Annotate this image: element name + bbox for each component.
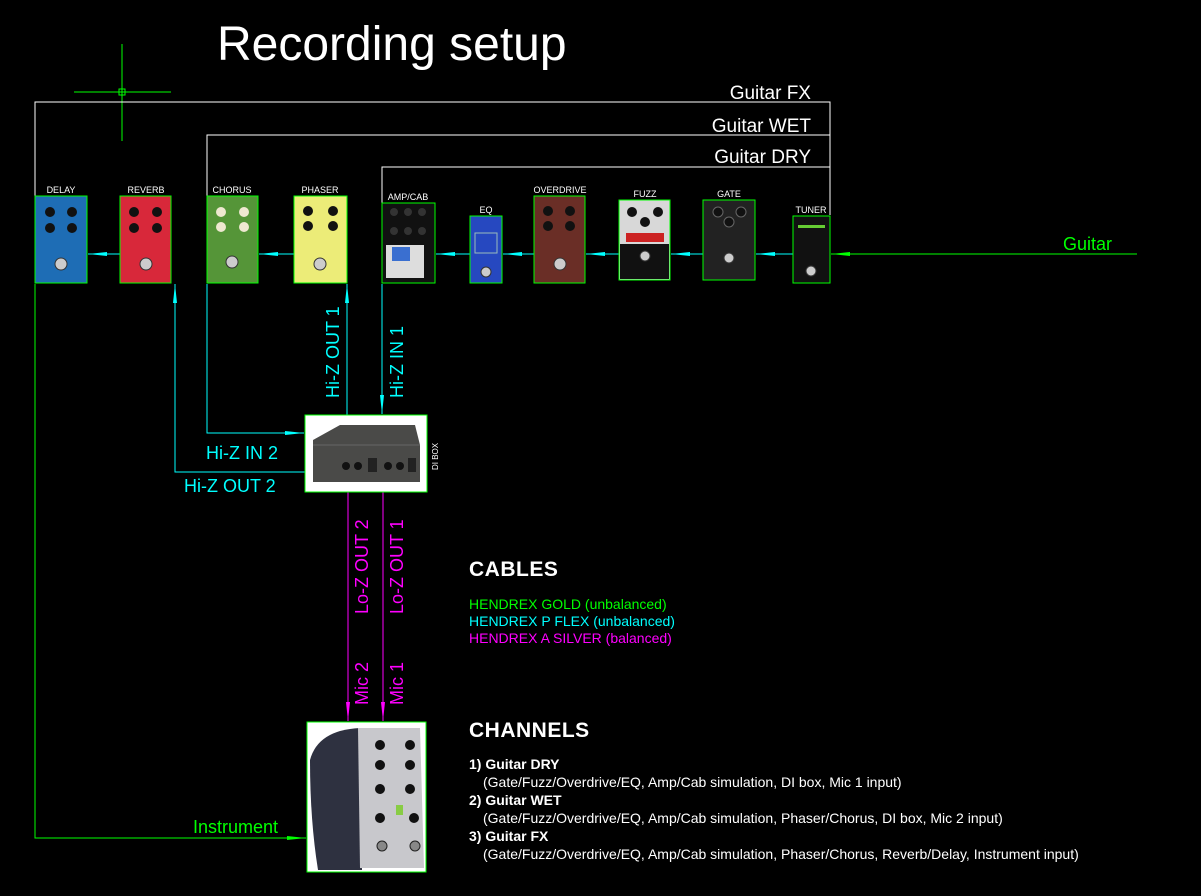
bus-label-wet: Guitar WET <box>712 116 812 137</box>
label-hiz-out2: Hi-Z OUT 2 <box>184 476 276 496</box>
pedal-label-gate: GATE <box>717 189 741 199</box>
label-loz-out1: Lo-Z OUT 1 <box>387 519 407 614</box>
label-hiz-out1: Hi-Z OUT 1 <box>323 306 343 398</box>
channel-detail: (Gate/Fuzz/Overdrive/EQ, Amp/Cab simulat… <box>483 810 1003 826</box>
page-title: Recording setup <box>217 18 567 71</box>
pedal-tuner[interactable]: TUNER <box>792 205 831 284</box>
audio-interface[interactable] <box>306 721 427 873</box>
cable-delay-instrument <box>34 284 306 840</box>
label-hiz-in1: Hi-Z IN 1 <box>387 326 407 398</box>
pedal-ampcab[interactable]: AMP/CAB <box>381 192 436 284</box>
crosshair-cursor-icon <box>74 44 171 141</box>
pedal-reverb[interactable]: REVERB <box>119 185 172 284</box>
cable-di-reverb <box>173 284 305 473</box>
pedal-gate[interactable]: GATE <box>702 189 756 281</box>
pedal-overdrive[interactable]: OVERDRIVE <box>533 185 587 284</box>
pedal-label-eq: EQ <box>479 205 492 215</box>
di-box[interactable]: DI BOX <box>304 414 440 493</box>
pedal-label-tuner: TUNER <box>796 205 827 215</box>
pedal-label-overdrive: OVERDRIVE <box>533 185 586 195</box>
channels-heading: CHANNELS <box>469 719 590 742</box>
pedal-label-ampcab: AMP/CAB <box>388 192 429 202</box>
label-loz-out2: Lo-Z OUT 2 <box>352 519 372 614</box>
label-mic1: Mic 1 <box>387 662 407 705</box>
pedal-phaser[interactable]: PHASER <box>293 185 348 284</box>
bus-label-fx: Guitar FX <box>730 83 812 104</box>
pedal-label-chorus: CHORUS <box>212 185 251 195</box>
bus-line-dry <box>381 166 830 203</box>
cable-item-pflex: HENDREX P FLEX (unbalanced) <box>469 613 675 629</box>
bus-line-wet <box>206 134 830 196</box>
cable-chorus-di <box>206 284 304 435</box>
pedal-fuzz[interactable]: FUZZ <box>618 189 671 281</box>
channel-name: 2) Guitar WET <box>469 792 562 808</box>
guitar-input-label: Guitar <box>1063 234 1112 254</box>
di-box-label: DI BOX <box>431 442 440 470</box>
pedal-label-phaser: PHASER <box>301 185 339 195</box>
pedal-label-delay: DELAY <box>47 185 76 195</box>
pedal-label-reverb: REVERB <box>127 185 164 195</box>
cable-item-silver: HENDREX A SILVER (balanced) <box>469 630 672 646</box>
pedal-label-fuzz: FUZZ <box>634 189 657 199</box>
channel-detail: (Gate/Fuzz/Overdrive/EQ, Amp/Cab simulat… <box>483 774 902 790</box>
cables-heading: CABLES <box>469 558 559 581</box>
bus-label-dry: Guitar DRY <box>714 147 811 168</box>
channel-name: 3) Guitar FX <box>469 828 549 844</box>
pedal-chorus[interactable]: CHORUS <box>206 185 259 284</box>
bus-line-fx <box>34 101 831 215</box>
channel-name: 1) Guitar DRY <box>469 756 560 772</box>
cables-legend: CABLES HENDREX GOLD (unbalanced) HENDREX… <box>469 558 675 647</box>
label-hiz-in2: Hi-Z IN 2 <box>206 443 278 463</box>
channel-detail: (Gate/Fuzz/Overdrive/EQ, Amp/Cab simulat… <box>483 846 1079 862</box>
pedal-eq[interactable]: EQ <box>469 205 503 284</box>
pedal-delay[interactable]: DELAY <box>34 185 88 284</box>
label-mic2: Mic 2 <box>352 662 372 705</box>
instrument-label: Instrument <box>193 817 278 837</box>
channels-legend: CHANNELS 1) Guitar DRY (Gate/Fuzz/Overdr… <box>469 719 1079 863</box>
cable-item-gold: HENDREX GOLD (unbalanced) <box>469 596 667 612</box>
